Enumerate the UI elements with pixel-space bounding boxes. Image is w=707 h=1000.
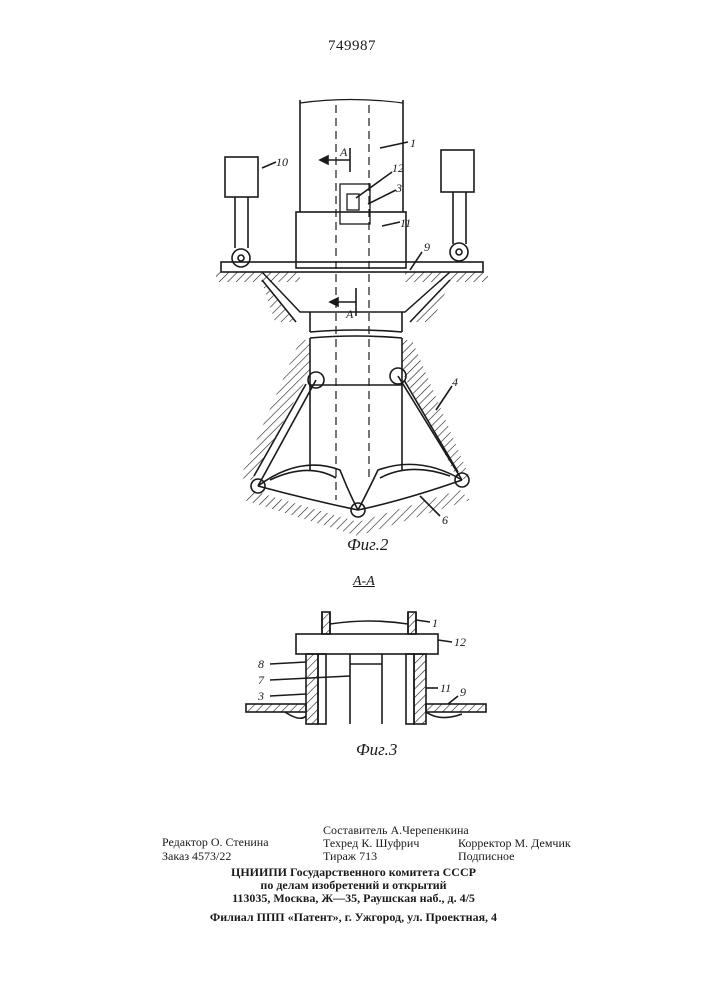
callout-11: 11 — [400, 216, 411, 230]
figure-2-caption: Фиг.2 — [347, 535, 388, 555]
callout-7: 7 — [258, 673, 265, 687]
callout-6: 6 — [442, 513, 448, 527]
callout-1: 1 — [432, 616, 438, 630]
callout-9: 9 — [460, 685, 466, 699]
credit-order: Заказ 4573/22 — [162, 850, 231, 863]
footer-line-4: Филиал ППП «Патент», г. Ужгород, ул. Про… — [0, 911, 707, 924]
callout-4: 4 — [452, 375, 458, 389]
callout-3: 3 — [257, 689, 264, 703]
callout-11: 11 — [440, 681, 451, 695]
callout-12: 12 — [392, 161, 404, 175]
callout-1: 1 — [410, 136, 416, 150]
credit-circulation: Тираж 713 — [323, 850, 377, 863]
callout-3: 3 — [395, 181, 402, 195]
callout-9: 9 — [424, 240, 430, 254]
callout-12: 12 — [454, 635, 466, 649]
section-mark-top: A — [339, 145, 348, 159]
figure-3 — [246, 612, 486, 724]
credit-subscription: Подписное — [458, 850, 515, 863]
footer-line-3: 113035, Москва, Ж—35, Раушская наб., д. … — [0, 892, 707, 905]
credit-editor: Редактор О. Стенина — [162, 836, 269, 849]
section-title: А-А — [353, 574, 375, 590]
callout-8: 8 — [258, 657, 264, 671]
section-mark-bottom: A — [345, 307, 354, 321]
callout-10: 10 — [276, 155, 288, 169]
figure-3-caption: Фиг.3 — [356, 740, 397, 760]
